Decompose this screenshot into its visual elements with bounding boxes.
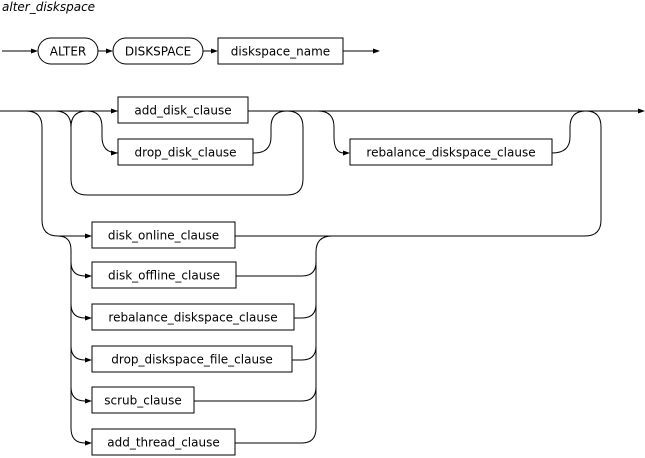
scrub-clause-box: [91, 386, 195, 414]
add-thread-clause-box: [91, 428, 236, 456]
disk-offline-clause-box: [91, 261, 237, 289]
scrub-clause-label: scrub_clause: [104, 394, 182, 408]
disk-online-clause-label: disk_online_clause: [108, 229, 219, 243]
disk-offline-clause-label: disk_offline_clause: [108, 269, 220, 283]
alter-keyword-label: ALTER: [50, 45, 87, 59]
drop-diskspace-file-clause-label: drop_diskspace_file_clause: [111, 353, 272, 367]
drop-diskspace-file-clause-box: [91, 345, 293, 373]
rebalance-diskspace-clause-option-label: rebalance_diskspace_clause: [108, 311, 277, 325]
options-group: disk_online_clause disk_offline_clause r…: [57, 221, 585, 456]
drop-disk-clause-box: [117, 138, 254, 166]
add-disk-clause-label: add_disk_clause: [134, 104, 231, 118]
rebalance-diskspace-clause-label: rebalance_diskspace_clause: [366, 146, 535, 160]
add-thread-clause-label: add_thread_clause: [107, 436, 219, 450]
rebalance-diskspace-clause-box: [349, 138, 553, 166]
diagram-title: alter_diskspace: [2, 0, 95, 14]
diskspace-name-label: diskspace_name: [231, 45, 330, 59]
rebalance-diskspace-clause-option-box: [91, 303, 295, 331]
drop-disk-clause-label: drop_disk_clause: [135, 146, 237, 160]
row-1: ALTER DISKSPACE diskspace_name: [2, 37, 380, 65]
row-2: add_disk_clause drop_disk_clause rebalan…: [0, 96, 645, 237]
add-disk-clause-box: [117, 96, 249, 124]
diskspace-keyword-label: DISKSPACE: [125, 45, 191, 59]
disk-online-clause-box: [91, 221, 236, 249]
